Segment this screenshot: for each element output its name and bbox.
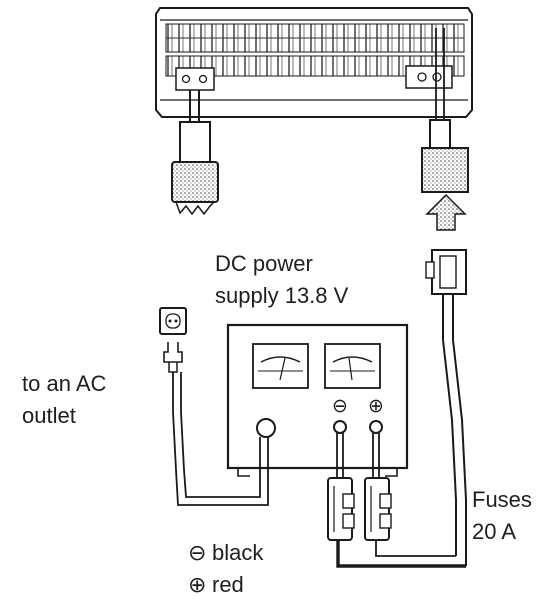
dc-cable [442, 294, 467, 566]
dc-power-plug-unit-side [421, 28, 469, 193]
dc-output-leads [327, 433, 466, 568]
voltmeter [252, 343, 309, 389]
ac-outlet-label-line2: outlet [22, 403, 76, 428]
terminal-plus [369, 420, 383, 434]
ac-power-cord [172, 372, 269, 506]
dc-cable-connector [425, 249, 467, 295]
transceiver-unit [155, 7, 473, 118]
ammeter [324, 343, 381, 389]
terminal-plus-icon: ⊕ [368, 395, 384, 417]
dc-power-supply-label: DC power [215, 251, 313, 276]
ac-outlet-label: to an AC [22, 371, 107, 396]
arrow-up-icon [425, 193, 467, 231]
fuses-label: Fuses [472, 487, 532, 512]
fuse-holder-red [364, 477, 392, 541]
dc-power-supply-voltage-label: supply 13.8 V [215, 283, 349, 308]
legend-plus-icon: ⊕ [188, 573, 206, 598]
antenna-connector [171, 90, 219, 216]
legend-minus-icon: ⊖ [188, 541, 206, 566]
legend-black-label: black [212, 540, 264, 565]
terminal-minus-icon: ⊖ [332, 395, 348, 417]
legend-red-label: red [212, 572, 244, 597]
ac-cord-grommet [256, 418, 276, 438]
terminal-minus [333, 420, 347, 434]
dc-power-supply: ⊖ ⊕ [226, 323, 409, 477]
fuse-holder-black [327, 477, 355, 541]
fuses-rating-label: 20 A [472, 519, 517, 544]
ac-outlet [159, 307, 187, 373]
